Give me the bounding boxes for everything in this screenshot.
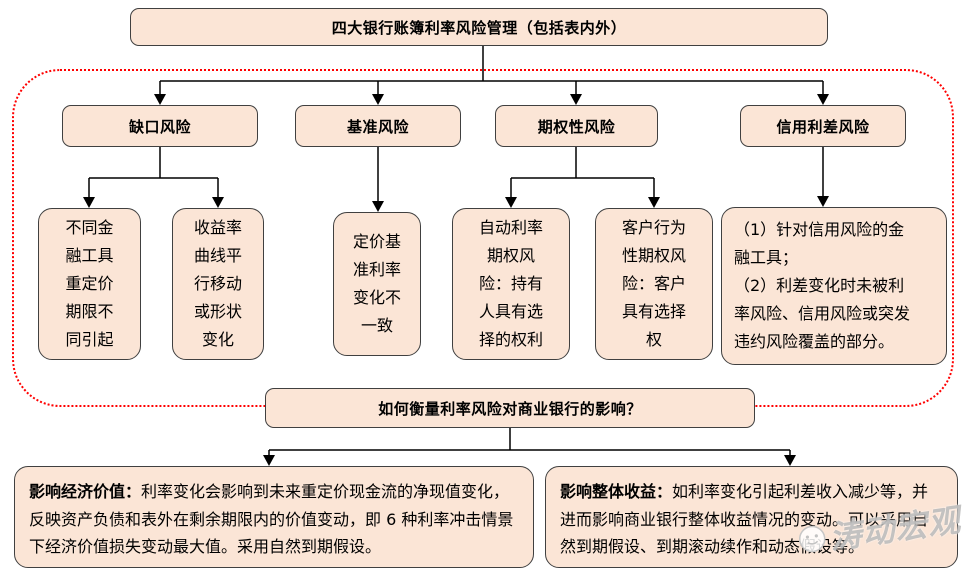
detail-gap-repricing-text: 不同金 融工具 重定价 期限不 同引起	[65, 218, 114, 349]
question-box: 如何衡量利率风险对商业银行的影响？	[265, 388, 755, 428]
detail-credit-spread-text: （1）针对信用风险的金 融工具； （2）利差变化时未被利 率风险、信用风险或突发…	[734, 220, 911, 351]
category-box-basis-risk: 基准风险	[295, 105, 461, 147]
detail-automatic-option-text: 自动利率 期权风 险：持有 人具有选 择的权利	[478, 218, 543, 349]
detail-behavioral-option-text: 客户行为 性期权风 险：客户 具有选择 权	[621, 218, 686, 349]
overall-income-body: 如利率变化引起利差收入减少等，并进而影响商业银行整体收益情况的变动。可以采用自然…	[560, 482, 929, 557]
detail-box-pricing-benchmark: 定价基 准利率 变化不 一致	[333, 212, 421, 356]
gap-risk-label: 缺口风险	[128, 117, 191, 136]
outcome-box-overall-income: 影响整体收益：如利率变化引起利差收入减少等，并进而影响商业银行整体收益情况的变动…	[545, 466, 958, 568]
economic-value-body: 利率变化会影响到未来重定价现金流的净现值变化，反映资产负债和表外在剩余期限内的价…	[29, 482, 514, 557]
basis-risk-label: 基准风险	[346, 117, 409, 136]
detail-box-automatic-option: 自动利率 期权风 险：持有 人具有选 择的权利	[452, 208, 570, 360]
economic-value-lead: 影响经济价值：	[29, 482, 142, 501]
detail-box-gap-repricing: 不同金 融工具 重定价 期限不 同引起	[38, 208, 141, 360]
root-title-label: 四大银行账簿利率风险管理（包括表内外）	[331, 18, 627, 37]
outcome-box-economic-value: 影响经济价值：利率变化会影响到未来重定价现金流的净现值变化，反映资产负债和表外在…	[14, 466, 534, 568]
category-box-optionality-risk: 期权性风险	[495, 105, 658, 147]
detail-pricing-benchmark-text: 定价基 准利率 变化不 一致	[352, 232, 401, 335]
credit-spread-risk-label: 信用利差风险	[776, 117, 870, 136]
category-box-gap-risk: 缺口风险	[62, 105, 258, 147]
question-label: 如何衡量利率风险对商业银行的影响？	[378, 399, 642, 418]
root-title-box: 四大银行账簿利率风险管理（包括表内外）	[130, 8, 828, 46]
optionality-risk-label: 期权性风险	[537, 117, 616, 136]
detail-box-credit-spread-items: （1）针对信用风险的金 融工具； （2）利差变化时未被利 率风险、信用风险或突发…	[721, 207, 947, 365]
overall-income-lead: 影响整体收益：	[560, 482, 673, 501]
detail-yield-curve-text: 收益率 曲线平 行移动 或形状 变化	[193, 218, 242, 349]
detail-box-yield-curve: 收益率 曲线平 行移动 或形状 变化	[172, 208, 264, 360]
detail-box-behavioral-option: 客户行为 性期权风 险：客户 具有选择 权	[595, 208, 713, 360]
category-box-credit-spread-risk: 信用利差风险	[740, 105, 906, 147]
